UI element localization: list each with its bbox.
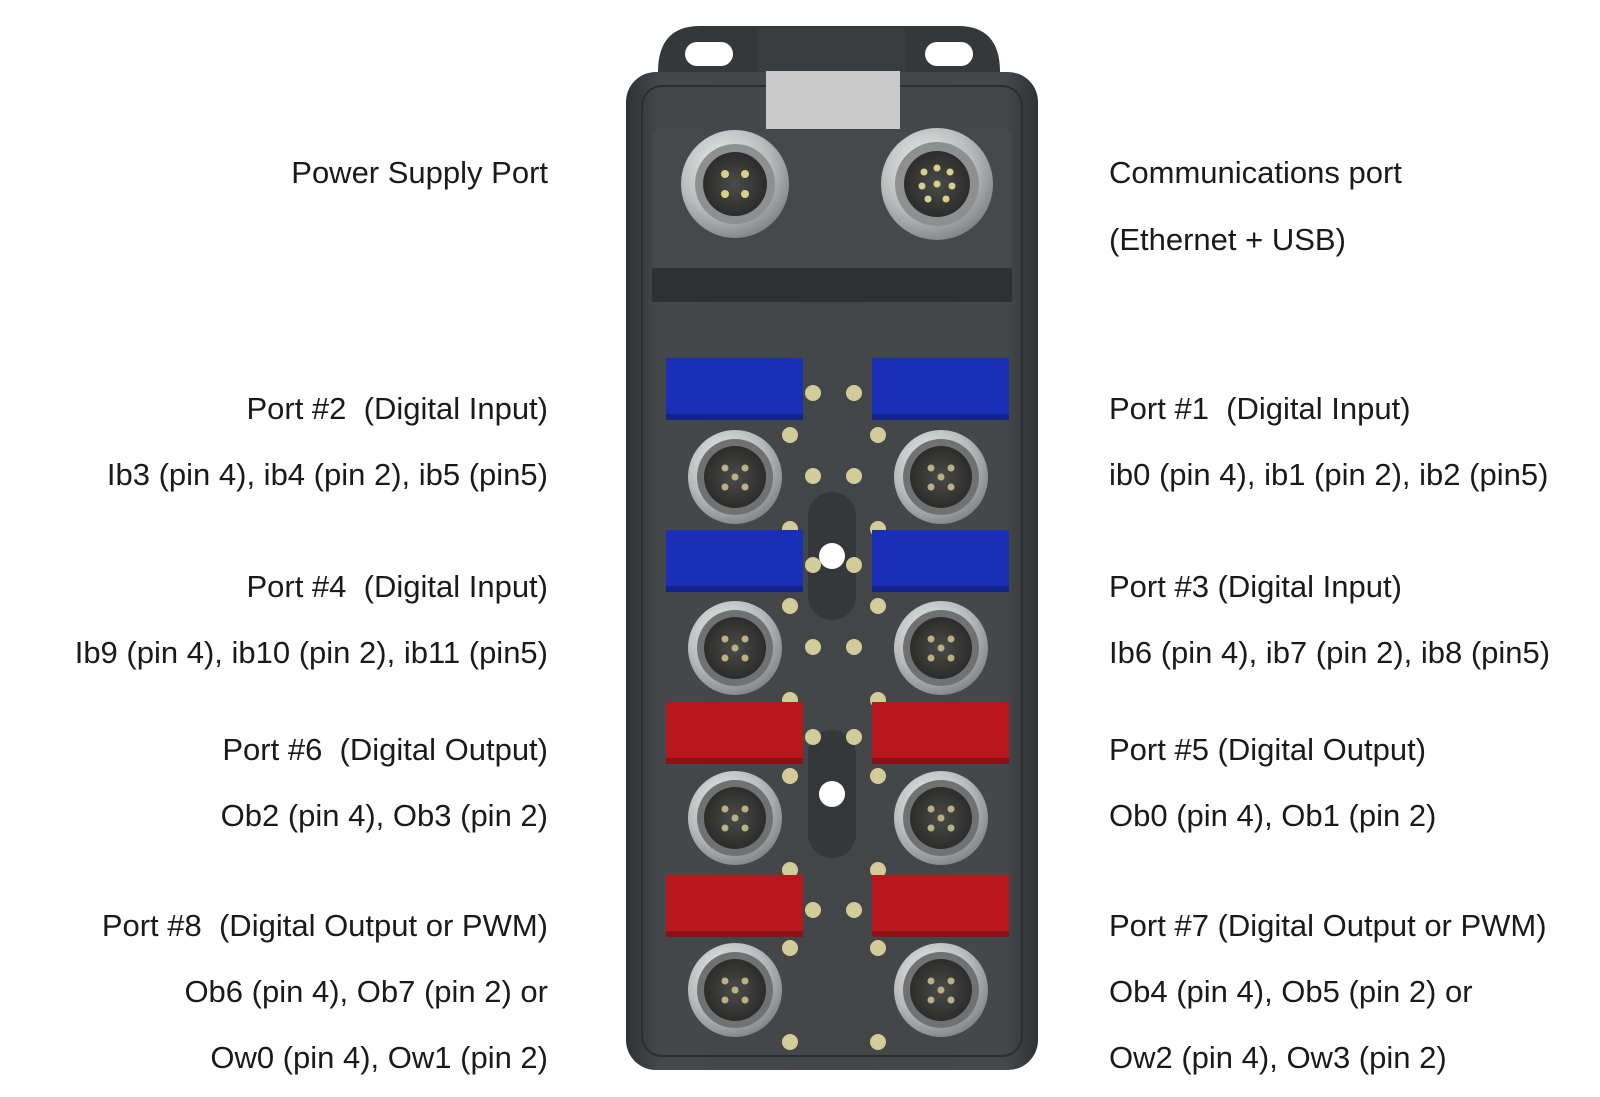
status-led — [846, 729, 862, 745]
mounting-hole-right — [925, 42, 973, 66]
port-7-label-tab — [872, 875, 1009, 937]
status-led — [870, 862, 886, 878]
status-led — [782, 940, 798, 956]
port-3-title: Port #3 (Digital Input) — [1109, 569, 1402, 604]
divider-band — [652, 268, 1012, 302]
port-8-pins-line-1: Ob6 (pin 4), Ob7 (pin 2) or — [184, 974, 548, 1009]
port-4-pins: Ib9 (pin 4), ib10 (pin 2), ib11 (pin5) — [74, 635, 548, 670]
port-8-title: Port #8 (Digital Output or PWM) — [101, 908, 548, 943]
communications-port-detail: (Ethernet + USB) — [1109, 222, 1346, 257]
status-led — [870, 940, 886, 956]
port-5-label-tab — [872, 702, 1009, 764]
status-led — [805, 902, 821, 918]
center-mount-hole-lower — [819, 781, 845, 807]
status-led — [805, 557, 821, 573]
status-led — [782, 598, 798, 614]
status-led — [870, 768, 886, 784]
port-3-pins: Ib6 (pin 4), ib7 (pin 2), ib8 (pin5) — [1109, 635, 1551, 670]
center-mount-hole-upper — [819, 543, 845, 569]
status-led — [805, 639, 821, 655]
io-port-grid — [666, 358, 1009, 1050]
port-8-pins-line-2: Ow0 (pin 4), Ow1 (pin 2) — [210, 1040, 548, 1075]
status-led — [782, 768, 798, 784]
port-5-title: Port #5 (Digital Output) — [1109, 732, 1427, 767]
status-led — [846, 902, 862, 918]
port-2-title: Port #2 (Digital Input) — [246, 391, 548, 426]
status-led — [805, 385, 821, 401]
communications-connector — [881, 128, 993, 240]
port-1-title: Port #1 (Digital Input) — [1109, 391, 1411, 426]
power-supply-connector — [681, 130, 789, 238]
status-led — [870, 1034, 886, 1050]
identification-label-plate — [766, 71, 900, 129]
communications-port-label: Communications port — [1109, 155, 1402, 190]
status-led — [782, 862, 798, 878]
status-led — [782, 1034, 798, 1050]
status-led — [870, 427, 886, 443]
port-6-label-tab — [666, 702, 803, 764]
port-6-pins: Ob2 (pin 4), Ob3 (pin 2) — [220, 798, 548, 833]
status-led — [846, 385, 862, 401]
port-3-label-tab — [872, 530, 1009, 592]
port-4-label-tab — [666, 530, 803, 592]
mounting-hole-left — [685, 42, 733, 66]
port-1-label-tab — [872, 358, 1009, 420]
status-led — [846, 557, 862, 573]
port-6-title: Port #6 (Digital Output) — [222, 732, 548, 767]
port-8-label-tab — [666, 875, 803, 937]
port-2-label-tab — [666, 358, 803, 420]
status-led — [870, 598, 886, 614]
status-led — [782, 427, 798, 443]
port-5-pins: Ob0 (pin 4), Ob1 (pin 2) — [1109, 798, 1437, 833]
status-led — [805, 468, 821, 484]
status-led — [805, 729, 821, 745]
status-led — [846, 468, 862, 484]
port-4-title: Port #4 (Digital Input) — [246, 569, 548, 604]
port-7-pins-line-1: Ob4 (pin 4), Ob5 (pin 2) or — [1109, 974, 1473, 1009]
port-7-title: Port #7 (Digital Output or PWM) — [1109, 908, 1547, 943]
port-7-pins-line-2: Ow2 (pin 4), Ow3 (pin 2) — [1109, 1040, 1447, 1075]
port-1-pins: ib0 (pin 4), ib1 (pin 2), ib2 (pin5) — [1109, 457, 1549, 492]
power-supply-port-label: Power Supply Port — [291, 155, 548, 190]
port-2-pins: Ib3 (pin 4), ib4 (pin 2), ib5 (pin5) — [106, 457, 548, 492]
status-led — [846, 639, 862, 655]
